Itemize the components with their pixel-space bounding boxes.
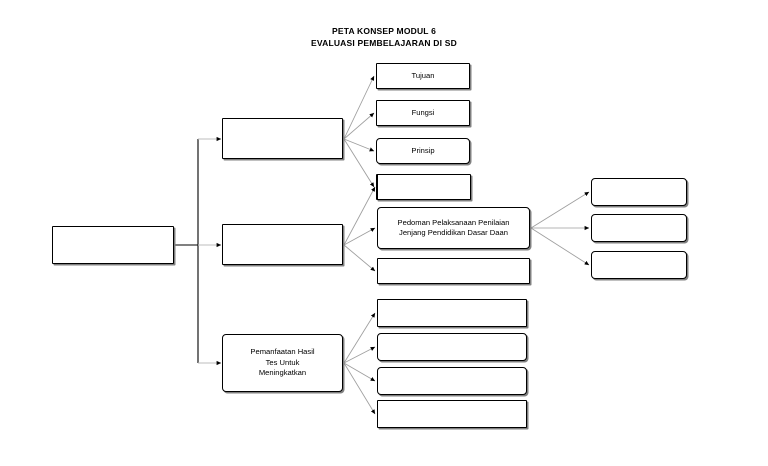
node-branch-3-child-1[interactable] [377,299,527,327]
node-pedoman-pelaksanaan-penilaian[interactable]: Pedoman Pelaksanaan Penilaian Jenjang Pe… [377,207,530,249]
page-title: PETA KONSEP MODUL 6 EVALUASI PEMBELAJARA… [311,26,457,48]
node-branch-3-child-2[interactable] [377,333,527,361]
node-root[interactable] [52,226,174,264]
connector-branch1-fan [343,75,375,188]
node-branch-3-child-3[interactable] [377,367,527,395]
node-tujuan[interactable]: Tujuan [376,63,470,89]
node-branch-1[interactable] [222,118,343,159]
node-prinsip[interactable]: Prinsip [376,138,470,164]
connector-branch2-fan [343,186,376,272]
connector-root-to-trunk [174,139,199,363]
node-pedoman-child-2[interactable] [591,214,687,242]
node-pedoman-child-3[interactable] [591,251,687,279]
node-branch-2[interactable] [222,224,343,265]
node-branch-3-child-4[interactable] [377,400,527,428]
node-branch-3-pemanfaatan-hasil-tes[interactable]: Pemanfaatan Hasil Tes Untuk Meningkatkan [222,334,343,392]
connector-branch3-fan [343,312,376,415]
node-fungsi[interactable]: Fungsi [376,100,470,126]
node-pedoman-child-1[interactable] [591,178,687,206]
node-branch-2-child-3[interactable] [377,258,530,284]
node-branch-2-child-1[interactable] [377,174,471,200]
connector-pedoman-fan [530,191,590,266]
